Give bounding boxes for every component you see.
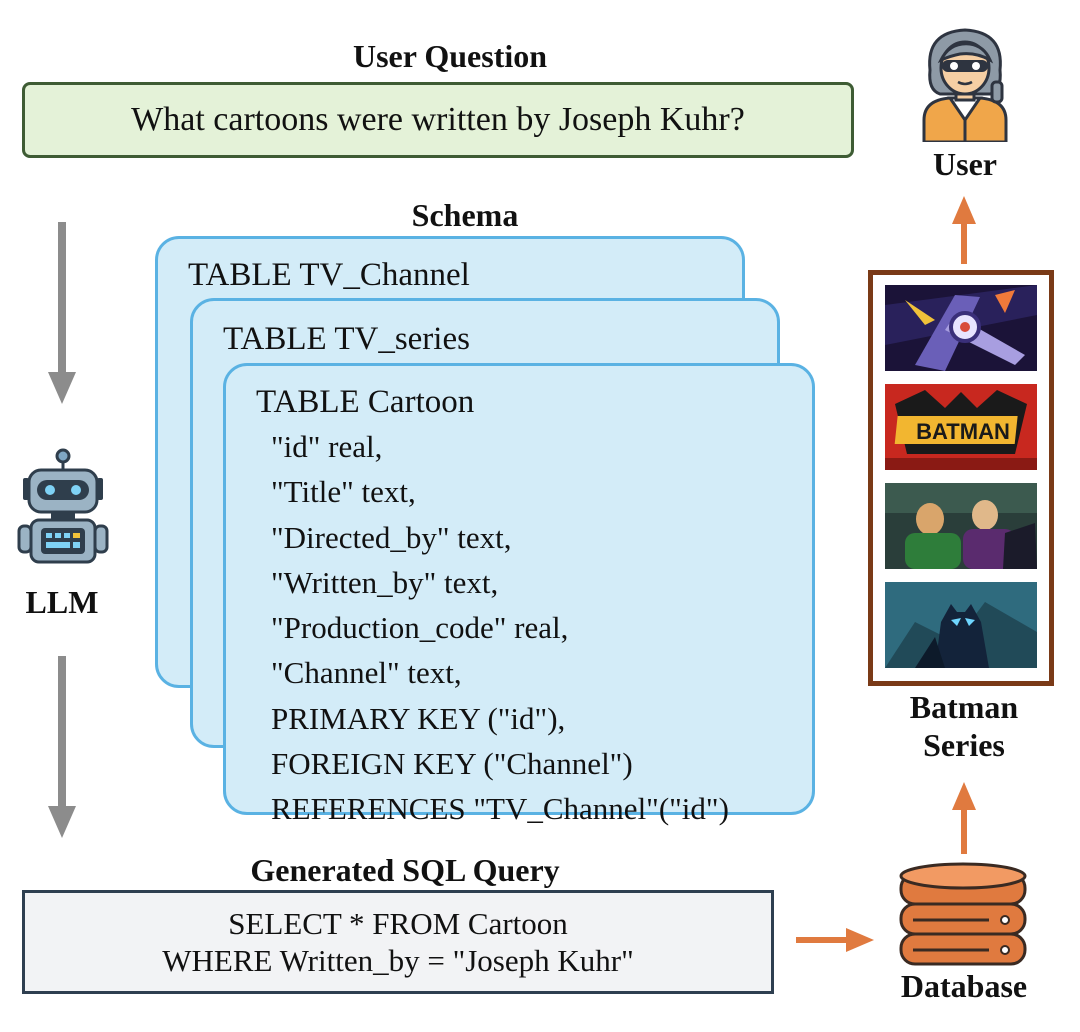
database-label: Database	[900, 968, 1028, 1004]
result-film-strip: BATMAN	[868, 270, 1054, 686]
user-question-title: User Question	[352, 38, 548, 74]
result-frame-2: BATMAN	[885, 384, 1037, 470]
robot-icon	[17, 448, 109, 564]
table-field: "Channel" text,	[271, 655, 462, 691]
table-field: "id" real,	[271, 429, 383, 464]
table-field: REFERENCES "TV_Channel"("id")	[271, 791, 729, 827]
user-label: User	[933, 146, 997, 182]
user-question-text: What cartoons were written by Joseph Kuh…	[131, 101, 745, 138]
up-arrow-database-to-result	[952, 782, 976, 854]
result-label-line1: Batman	[909, 689, 1019, 725]
table-label-tv-channel: TABLE TV_Channel	[188, 257, 470, 293]
down-arrow-llm-to-sql	[48, 656, 76, 838]
down-arrow-question-to-llm	[48, 222, 76, 404]
batman-logo-text: BATMAN	[916, 419, 1010, 444]
result-label-line2: Series	[923, 727, 1005, 763]
table-field: "Written_by" text,	[271, 564, 499, 600]
up-arrow-result-to-user	[952, 196, 976, 264]
llm-label: LLM	[25, 584, 99, 620]
sql-line-select: SELECT * FROM Cartoon	[228, 906, 568, 941]
table-field: "Production_code" real,	[271, 610, 569, 646]
user-avatar-icon	[922, 28, 1008, 142]
result-frame-4	[885, 582, 1037, 668]
table-label-tv-series: TABLE TV_series	[223, 321, 470, 357]
database-icon	[899, 862, 1027, 966]
sql-line-where: WHERE Written_by = "Joseph Kuhr"	[162, 943, 634, 978]
result-frame-3	[885, 483, 1037, 569]
result-frame-1	[885, 285, 1037, 371]
result-label: Batman Series	[880, 688, 1048, 764]
right-arrow-sql-to-database	[796, 928, 874, 952]
table-field: PRIMARY KEY ("id"),	[271, 700, 566, 736]
table-card-cartoon: TABLE Cartoon "id" real, "Title" text, "…	[223, 363, 815, 826]
sql-query-box: SELECT * FROM Cartoon WHERE Written_by =…	[22, 890, 774, 994]
table-label-cartoon: TABLE Cartoon	[256, 384, 475, 420]
table-field-list: "id" real, "Title" text, "Directed_by" t…	[271, 424, 729, 832]
sql-title: Generated SQL Query	[250, 852, 560, 888]
table-field: "Title" text,	[271, 474, 416, 510]
table-field: "Directed_by" text,	[271, 519, 512, 555]
table-field: FOREIGN KEY ("Channel")	[271, 746, 633, 782]
user-question-box: What cartoons were written by Joseph Kuh…	[22, 82, 854, 158]
schema-title: Schema	[411, 197, 519, 233]
